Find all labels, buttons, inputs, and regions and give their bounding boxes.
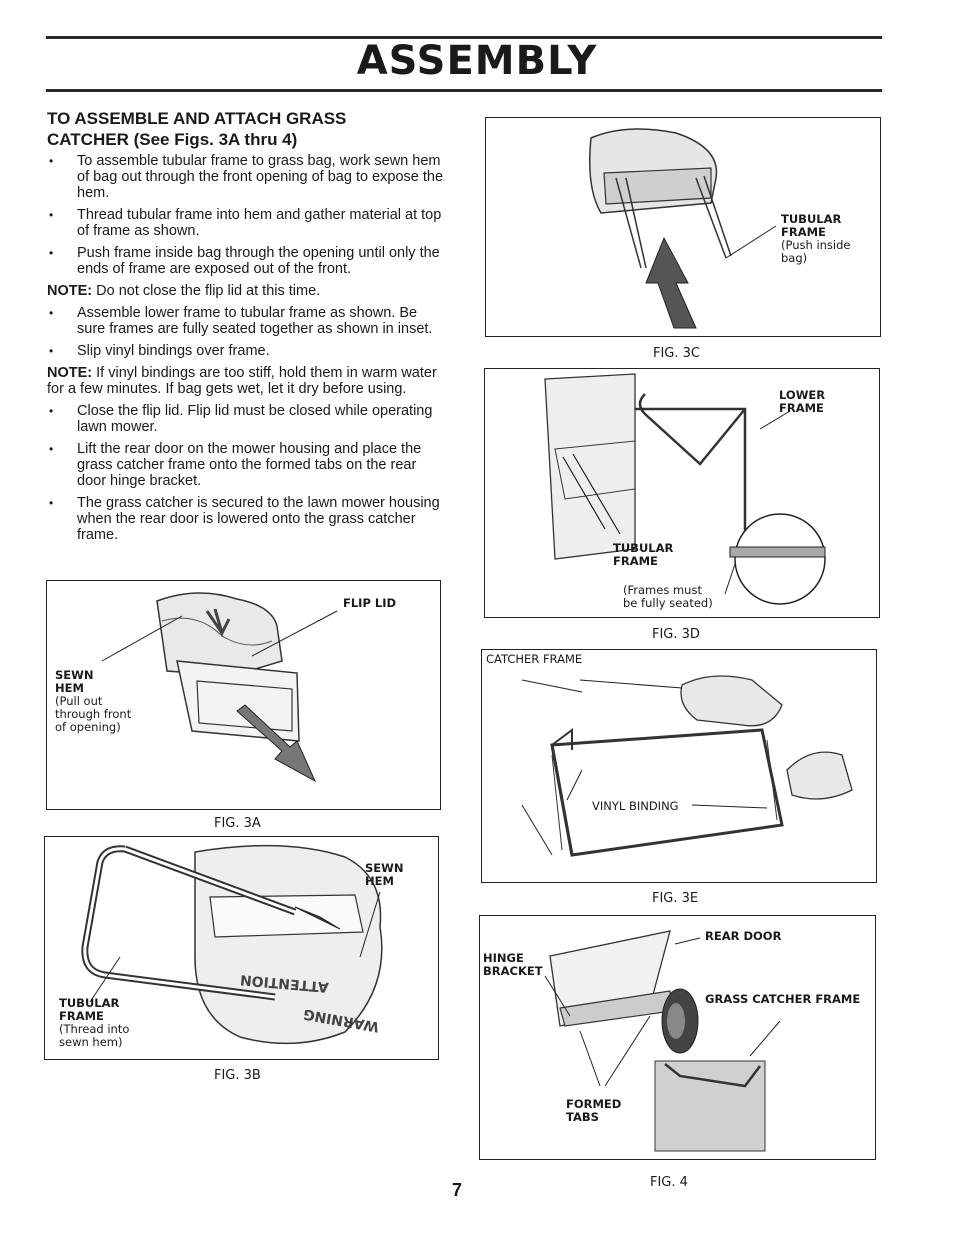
formed-tabs-label: FORMED TABS: [566, 1098, 621, 1124]
note-1: NOTE: Do not close the flip lid at this …: [47, 283, 447, 299]
fig-4-illustration: [544, 930, 781, 1152]
frames-seated-note: (Frames must be fully seated): [623, 584, 713, 610]
tubular-frame-3d-line-1: TUBULAR: [613, 541, 674, 555]
vinyl-binding-label: VINYL BINDING: [592, 799, 679, 813]
grass-catcher-frame-label: GRASS CATCHER FRAME: [705, 992, 861, 1006]
sewn-hem-note-line-1: (Pull out: [55, 694, 103, 708]
step-3: Push frame inside bag through the openin…: [47, 245, 447, 277]
fig-3a-caption: FIG. 3A: [214, 816, 261, 831]
sewn-hem-label-3b: SEWN HEM: [365, 862, 403, 888]
sewn-hem-note: (Pull out through front of opening): [55, 695, 131, 734]
formed-tabs-line-1: FORMED: [566, 1097, 622, 1111]
frames-seated-note-2: be fully seated): [623, 596, 713, 610]
fig-4-caption: FIG. 4: [650, 1175, 688, 1190]
tubular-frame-3b-line-2: FRAME: [59, 1009, 104, 1023]
lower-frame-line-2: FRAME: [779, 401, 824, 415]
sewn-hem-3b-line-2: HEM: [365, 874, 394, 888]
catcher-frame-label: CATCHER FRAME: [486, 652, 583, 666]
figure-3b: ATTENTION WARNING SEWN HEM TUBULAR FRAME…: [44, 836, 439, 1060]
tubular-frame-3b-note-2: sewn hem): [59, 1035, 123, 1049]
note-1-label: NOTE:: [47, 283, 93, 299]
step-8: The grass catcher is secured to the lawn…: [47, 495, 447, 543]
step-6: Close the flip lid. Flip lid must be clo…: [47, 403, 447, 435]
note-1-text: Do not close the flip lid at this time.: [96, 283, 321, 299]
hinge-bracket-line-1: HINGE: [483, 951, 524, 965]
fig-3b-caption: FIG. 3B: [214, 1068, 261, 1083]
heading-line-1: TO ASSEMBLE AND ATTACH GRASS: [47, 109, 347, 128]
tubular-frame-note-3c: (Push inside bag): [781, 239, 851, 265]
fig-3a-illustration: [101, 592, 338, 783]
note-2: NOTE: If vinyl bindings are too stiff, h…: [47, 365, 447, 397]
step-4: Assemble lower frame to tubular frame as…: [47, 305, 447, 337]
step-1: To assemble tubular frame to grass bag, …: [47, 153, 447, 201]
fig-3d-illustration: [544, 373, 826, 605]
formed-tabs-line-2: TABS: [566, 1110, 599, 1124]
step-7: Lift the rear door on the mower housing …: [47, 441, 447, 489]
title-underline: [46, 89, 882, 92]
sewn-hem-line-1: SEWN: [55, 668, 94, 682]
tubular-frame-3b-note-1: (Thread into: [59, 1022, 130, 1036]
tubular-frame-3c-line-1: TUBULAR: [781, 212, 842, 226]
sewn-hem-note-line-3: of opening): [55, 720, 121, 734]
tubular-frame-label-3c: TUBULAR FRAME: [781, 213, 841, 239]
figure-3a: FLIP LID SEWN HEM (Pull out through fron…: [46, 580, 441, 810]
tubular-frame-label-3d: TUBULAR FRAME: [613, 542, 673, 568]
instructions: To assemble tubular frame to grass bag, …: [47, 153, 447, 549]
sewn-hem-3b-line-1: SEWN: [365, 861, 404, 875]
figure-4: REAR DOOR HINGE BRACKET GRASS CATCHER FR…: [479, 915, 876, 1160]
sewn-hem-line-2: HEM: [55, 681, 84, 695]
frames-seated-note-1: (Frames must: [623, 583, 702, 597]
fig-3d-caption: FIG. 3D: [652, 627, 700, 642]
step-2: Thread tubular frame into hem and gather…: [47, 207, 447, 239]
fig-3c-caption: FIG. 3C: [653, 346, 700, 361]
sewn-hem-note-line-2: through front: [55, 707, 132, 721]
page-title: ASSEMBLY: [356, 38, 598, 84]
fig-3c-illustration: [589, 128, 777, 329]
lower-frame-line-1: LOWER: [779, 388, 826, 402]
tubular-frame-note-3b: (Thread into sewn hem): [59, 1023, 129, 1049]
lower-frame-label: LOWER FRAME: [779, 389, 825, 415]
fig-3e-illustration: [521, 675, 853, 857]
tubular-frame-3d-line-2: FRAME: [613, 554, 658, 568]
heading-line-2: CATCHER (See Figs. 3A thru 4): [47, 130, 298, 149]
tubular-frame-label-3b: TUBULAR FRAME: [59, 997, 119, 1023]
tubular-frame-3c-line-2: FRAME: [781, 225, 826, 239]
sewn-hem-label: SEWN HEM: [55, 669, 93, 695]
note-2-text: If vinyl bindings are too stiff, hold th…: [47, 365, 437, 397]
flip-lid-label: FLIP LID: [343, 596, 397, 610]
page-number: 7: [452, 1180, 463, 1200]
tubular-frame-3b-line-1: TUBULAR: [59, 996, 120, 1010]
note-2-label: NOTE:: [47, 365, 93, 381]
fig-3e-caption: FIG. 3E: [652, 891, 699, 906]
step-5: Slip vinyl bindings over frame.: [47, 343, 447, 359]
hinge-bracket-label: HINGE BRACKET: [483, 952, 543, 978]
tubular-frame-3c-note-1: (Push inside: [781, 238, 851, 252]
figure-3c: TUBULAR FRAME (Push inside bag): [485, 117, 881, 337]
top-rule: [46, 36, 882, 39]
section-heading: TO ASSEMBLE AND ATTACH GRASS CATCHER (Se…: [47, 108, 447, 150]
figure-3d: LOWER FRAME TUBULAR FRAME (Frames must b…: [484, 368, 880, 618]
tubular-frame-3c-note-2: bag): [781, 251, 808, 265]
figure-3e: CATCHER FRAME VINYL BINDING: [481, 649, 877, 883]
rear-door-label: REAR DOOR: [705, 929, 782, 943]
fig-3b-illustration: [81, 844, 383, 1045]
hinge-bracket-line-2: BRACKET: [483, 964, 543, 978]
